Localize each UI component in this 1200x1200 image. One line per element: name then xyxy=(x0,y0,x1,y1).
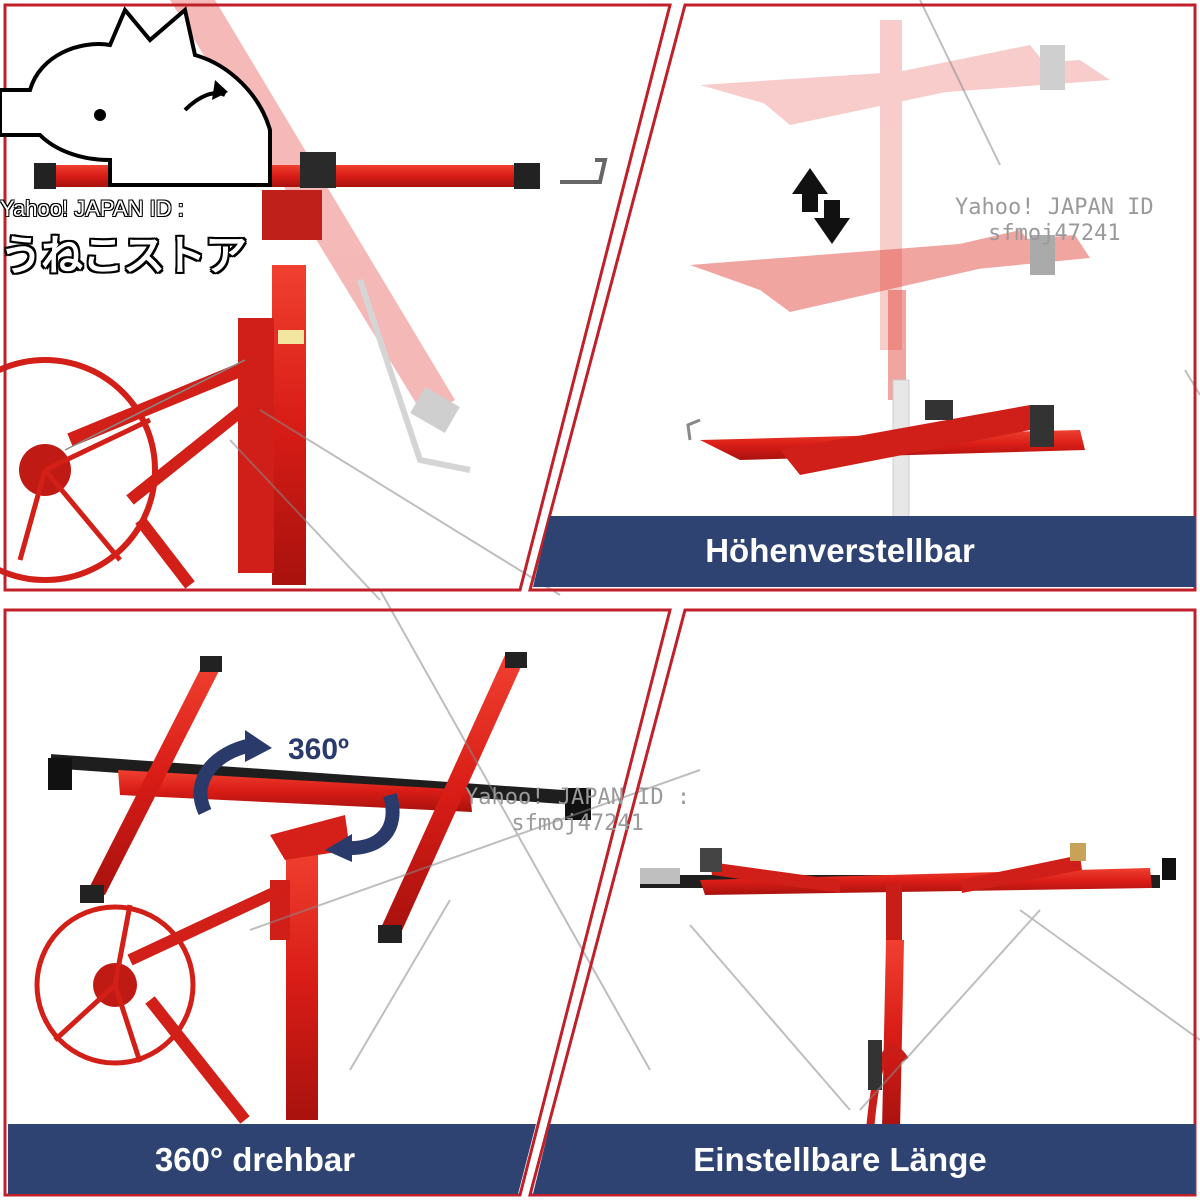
watermark-id-number-center: sfmoj47241 xyxy=(511,811,644,837)
caption-einstellbare-laenge: Einstellbare Länge xyxy=(693,1141,987,1178)
store-logo-text: うねこストア xyxy=(0,232,247,279)
arm-position-high xyxy=(700,20,1110,350)
rotate-arrows-icon xyxy=(193,730,400,862)
watermark-id-line: Yahoo! JAPAN ID xyxy=(955,195,1154,220)
panel-top-right xyxy=(686,20,1110,521)
up-down-arrows-icon xyxy=(792,168,850,244)
crank-wheel-bl xyxy=(34,904,196,1066)
watermark-id-number: sfmoj47241 xyxy=(988,221,1121,247)
crank-wheel xyxy=(0,357,158,583)
rotation-label: 360º xyxy=(288,733,350,766)
caption-hoehenverstellbar: Höhenverstellbar xyxy=(705,532,975,569)
panel-bottom-left xyxy=(34,652,591,1124)
panel-bottom-right xyxy=(640,843,1176,1131)
panel-frames xyxy=(3,3,1197,1197)
lift-mast xyxy=(272,265,306,585)
banner-bottom-right xyxy=(533,1124,1195,1194)
watermark-lines xyxy=(229,0,1200,1111)
arm-position-mid xyxy=(690,230,1090,400)
banner-top-right xyxy=(533,516,1195,587)
cat-logo-icon xyxy=(0,6,272,187)
watermark-top-right: Yahoo! JAPAN ID sfmoj47241 xyxy=(955,195,1154,248)
banner-bottom-left xyxy=(8,1124,536,1194)
logo-watermark-line: Yahoo! JAPAN ID : xyxy=(0,196,184,221)
lift-mast-br xyxy=(882,940,904,1130)
watermark-id-line-center: Yahoo! JAPAN ID : xyxy=(465,785,691,810)
lift-mast-bl xyxy=(286,845,318,1120)
caption-360-drehbar: 360° drehbar xyxy=(154,1141,356,1178)
watermark-center: Yahoo! JAPAN ID : sfmoj47241 xyxy=(465,785,690,838)
